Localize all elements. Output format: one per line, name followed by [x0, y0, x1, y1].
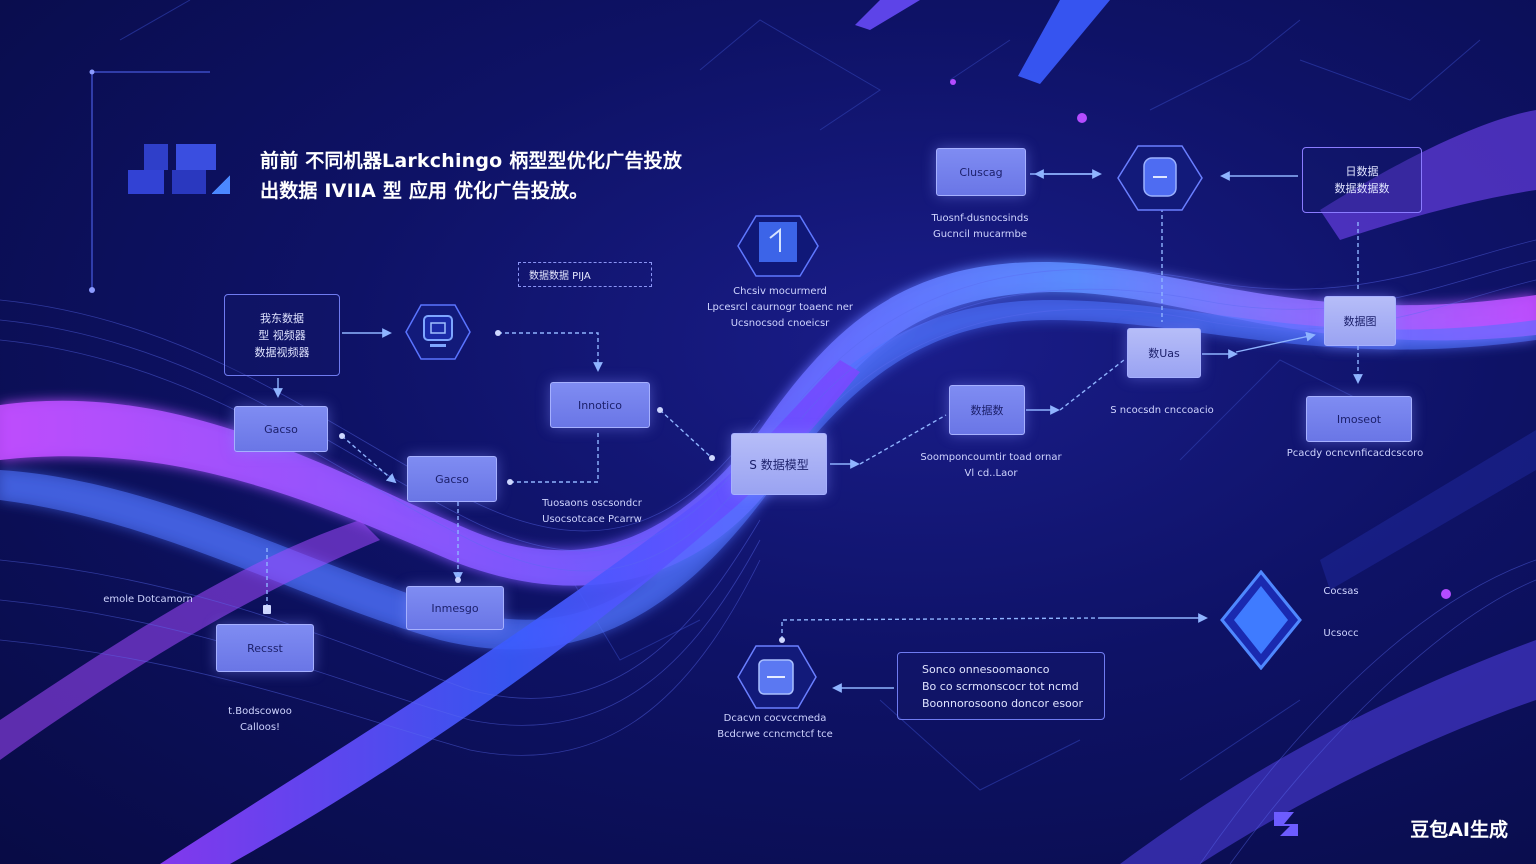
title-line-2: 出数据 IVIIA 型 应用 优化广告投放。 — [260, 180, 589, 202]
node-innotico[interactable]: Innotico — [550, 382, 650, 428]
caption-line: Lpcesrcl caurnogr toaenc ner — [706, 302, 854, 313]
caption-line: Soomponcoumtir toad ornar — [920, 452, 1062, 463]
daily-data-line: 日数据 — [1345, 165, 1379, 178]
node-inmesgo[interactable]: Inmesgo — [406, 586, 504, 630]
caption-line: emole Dotcamorn — [103, 594, 193, 605]
brand-glyph-icon — [1274, 812, 1298, 836]
bullet-line: Boonnorosoono doncor esoor — [922, 696, 1084, 710]
node-center-model[interactable]: S 数据模型 — [731, 433, 827, 495]
caption-line: Ucsnocsod cnoeicsr — [730, 318, 830, 329]
dashed-label-top: 数据数据 PIJA — [518, 262, 652, 287]
node-recsst[interactable]: Recsst — [216, 624, 314, 672]
caption-recsst: t.Bodscowoo Calloos! — [204, 704, 316, 736]
caption-line: Pcacdy ocncvnficacdcscoro — [1286, 448, 1424, 459]
caption-document: Chcsiv mocurmerd Lpcesrcl caurnogr toaen… — [700, 284, 860, 332]
title-line-1: 前前 不同机器Larkchingo 柄型型优化广告投放 — [260, 150, 683, 172]
caption-left: emole Dotcamorn — [90, 592, 206, 608]
caption-line: Usocsotcace Pcarrw — [542, 514, 642, 525]
data-source-box[interactable]: 我东数据 型 视频器 数据视频器 — [224, 294, 340, 376]
logo-mark — [128, 144, 232, 196]
caption-terminal: Dcacvn cocvccmeda Bcdcrwe ccncmctcf tce — [700, 711, 850, 743]
document-icon[interactable] — [736, 214, 820, 278]
caption-line: Tuosaons oscsondcr — [542, 498, 642, 509]
terminal-icon[interactable] — [736, 644, 818, 710]
caption-line: Cocsas — [1323, 586, 1359, 597]
caption-line: Dcacvn cocvccmeda — [723, 713, 827, 724]
caption-diamond: Cocsas Ucsocc — [1306, 584, 1376, 642]
caption-center-right: Soomponcoumtir toad ornar Vl cd..Laor — [906, 450, 1076, 482]
caption-line: Tuosnf-dusnocsinds — [931, 213, 1029, 224]
daily-data-box[interactable]: 日数据 数据数据数 — [1302, 147, 1422, 213]
caption-line: Bcdcrwe ccncmctcf tce — [717, 729, 833, 740]
page-title: 前前 不同机器Larkchingo 柄型型优化广告投放 出数据 IVIIA 型 … — [260, 146, 682, 206]
data-source-line: 型 视频器 — [258, 328, 306, 342]
watermark-text: 豆包AI生成 — [1410, 819, 1508, 841]
caption-gacso: Tuosaons oscsondcr Usocsotcace Pcarrw — [530, 496, 654, 528]
daily-data-line: 数据数据数 — [1334, 182, 1390, 195]
caption-line: Calloos! — [239, 722, 281, 733]
node-gacso-middle[interactable]: Gacso — [407, 456, 497, 502]
caption-imoseot: Pcacdy ocncvnficacdcscoro — [1280, 446, 1430, 462]
caption-uas: S ncocsdn cnccoacio — [1108, 403, 1216, 419]
caption-line: Vl cd..Laor — [964, 468, 1018, 479]
node-right-mid-1[interactable]: 数据数 — [949, 385, 1025, 435]
monitor-icon[interactable] — [404, 303, 472, 361]
diamond-icon[interactable] — [1220, 570, 1302, 670]
node-right-far[interactable]: 数据图 — [1324, 296, 1396, 346]
node-imoseot[interactable]: Imoseot — [1306, 396, 1412, 442]
data-source-line: 数据视频器 — [254, 345, 310, 359]
caption-line: t.Bodscowoo — [228, 706, 292, 717]
caption-line: Gucncil mucarmbe — [932, 229, 1028, 240]
bullet-line: Bo co scrmonscocr tot ncmd — [922, 679, 1079, 693]
caption-line: Chcsiv mocurmerd — [733, 286, 827, 297]
caption-line: Ucsocc — [1323, 628, 1359, 639]
message-icon[interactable] — [1116, 144, 1204, 212]
caption-cluscag: Tuosnf-dusnocsinds Gucncil mucarmbe — [920, 211, 1040, 243]
bullet-list-box[interactable]: Sonco onnesoomaonco Bo co scrmonscocr to… — [897, 652, 1105, 720]
data-source-line: 我东数据 — [260, 311, 304, 325]
node-right-mid-2[interactable]: 数Uas — [1127, 328, 1201, 378]
node-cluscag[interactable]: Cluscag — [936, 148, 1026, 196]
caption-line: S ncocsdn cnccoacio — [1110, 405, 1214, 416]
node-gacso-upper[interactable]: Gacso — [234, 406, 328, 452]
bullet-line: Sonco onnesoomaonco — [922, 662, 1050, 676]
